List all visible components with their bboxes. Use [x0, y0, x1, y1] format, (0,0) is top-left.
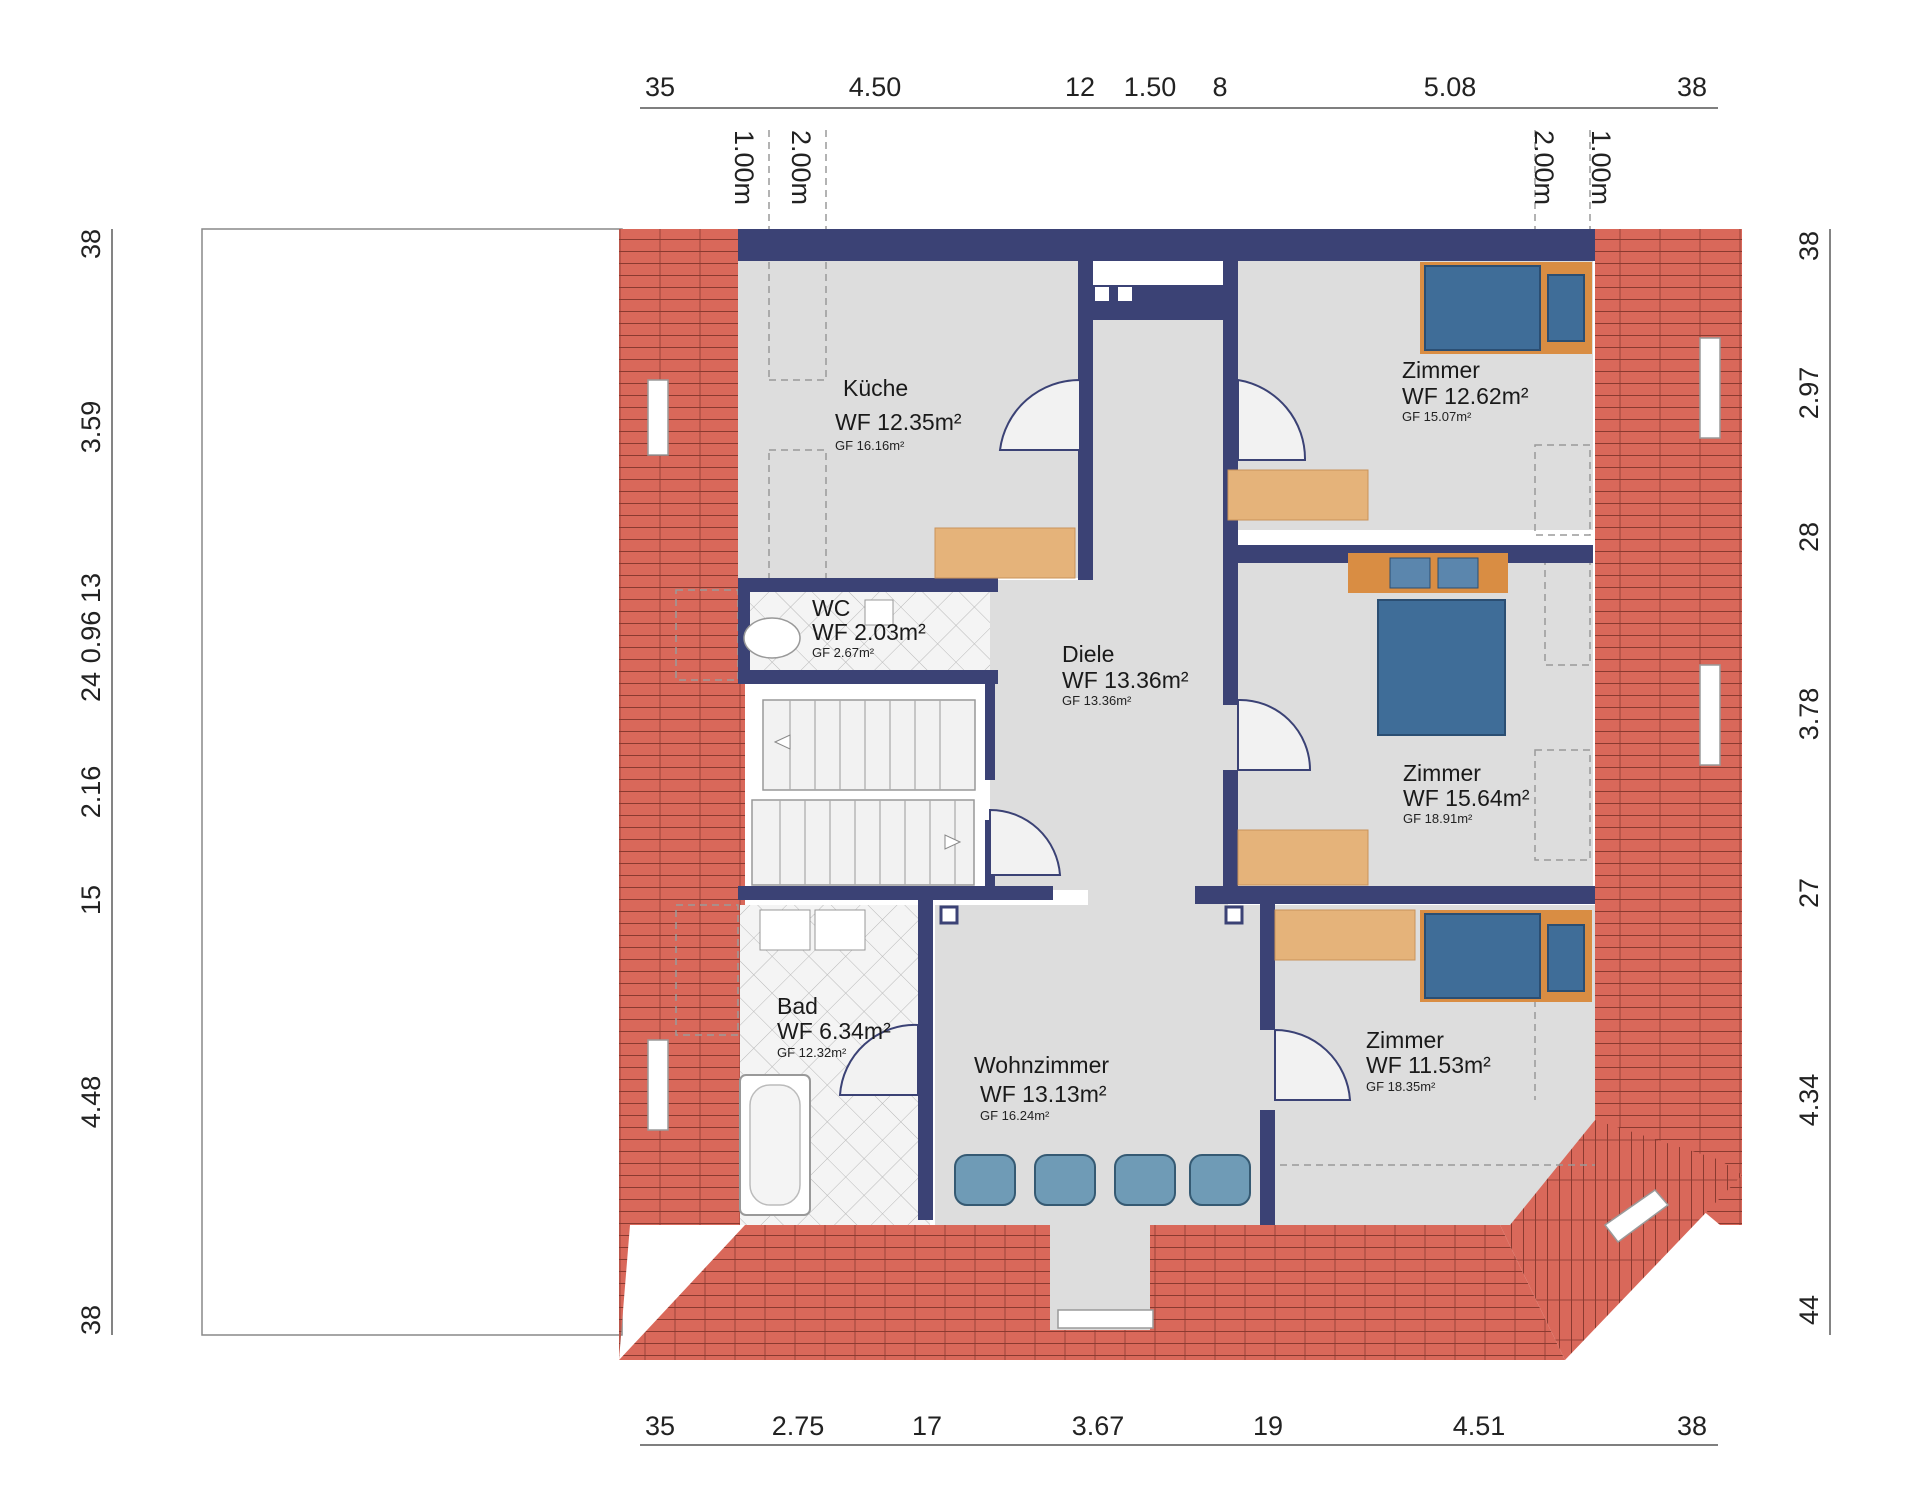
room-name: Bad [777, 993, 818, 1019]
dim-topv-1: 1.00m [729, 130, 759, 205]
dim-bottom-6: 4.51 [1453, 1411, 1506, 1441]
room-name: WC [812, 595, 850, 621]
dim-bottom-2: 2.75 [772, 1411, 825, 1441]
dim-right-4: 3.78 [1794, 688, 1824, 741]
dim-left-5: 24 [76, 672, 106, 702]
dim-right-6: 4.34 [1794, 1074, 1824, 1127]
room-wohnzimmer: Wohnzimmer WF 13.13m² GF 16.24m² [974, 1052, 1109, 1123]
dim-left-2: 3.59 [76, 401, 106, 454]
room-gf: GF 18.91m² [1403, 811, 1473, 826]
room-zimmer-3: Zimmer WF 11.53m² GF 18.35m² [1366, 1027, 1491, 1094]
dimension-lines [111, 107, 1831, 1446]
dim-right-7: 44 [1794, 1295, 1824, 1325]
room-gf: GF 13.36m² [1062, 693, 1132, 708]
room-zimmer-1: Zimmer WF 12.62m² GF 15.07m² [1402, 357, 1529, 424]
windows [647, 337, 1721, 1329]
dim-top-7: 38 [1677, 72, 1707, 102]
dim-top-3: 12 [1065, 72, 1095, 102]
furniture [739, 262, 1592, 1216]
room-name: Zimmer [1366, 1027, 1444, 1053]
dim-left-7: 15 [76, 885, 106, 915]
dim-left-6: 2.16 [76, 766, 106, 819]
room-zimmer-2: Zimmer WF 15.64m² GF 18.91m² [1403, 760, 1530, 826]
dim-topv-4: 1.00m [1586, 130, 1616, 205]
room-gf: GF 2.67m² [812, 645, 875, 660]
dim-right-3: 28 [1794, 522, 1824, 552]
room-wf: WF 11.53m² [1366, 1052, 1491, 1078]
doors [838, 378, 1352, 1101]
room-name: Zimmer [1402, 357, 1480, 383]
room-kueche: Küche WF 12.35m² GF 16.16m² [835, 375, 962, 453]
dim-bottom-4: 3.67 [1072, 1411, 1125, 1441]
room-wf: WF 12.35m² [835, 409, 962, 435]
dim-topv-2: 2.00m [786, 130, 816, 205]
room-wf: WF 13.36m² [1062, 667, 1189, 693]
dim-left-4: 0.96 [76, 611, 106, 664]
room-wf: WF 6.34m² [777, 1018, 891, 1044]
dim-left-8: 4.48 [76, 1076, 106, 1129]
dim-bottom-1: 35 [645, 1411, 675, 1441]
roof-left [619, 229, 745, 1360]
room-wf: WF 15.64m² [1403, 785, 1530, 811]
adjacent-outline [201, 228, 623, 1336]
dim-right-2: 2.97 [1794, 367, 1824, 420]
room-gf: GF 16.16m² [835, 438, 905, 453]
room-name: Wohnzimmer [974, 1052, 1109, 1078]
room-wf: WF 2.03m² [812, 619, 926, 645]
dim-bottom-5: 19 [1253, 1411, 1283, 1441]
room-wc: WC WF 2.03m² GF 2.67m² [812, 595, 926, 660]
room-name: Küche [843, 375, 908, 401]
room-gf: GF 15.07m² [1402, 409, 1472, 424]
stairs [751, 699, 976, 886]
dim-bottom-3: 17 [912, 1411, 942, 1441]
dim-top-6: 5.08 [1424, 72, 1477, 102]
dim-left-3: 13 [76, 573, 106, 603]
room-wf: WF 12.62m² [1402, 383, 1529, 409]
room-wf: WF 13.13m² [980, 1081, 1107, 1107]
room-name: Diele [1062, 641, 1114, 667]
room-gf: GF 12.32m² [777, 1045, 847, 1060]
dim-top-5: 8 [1212, 72, 1227, 102]
dim-top-2: 4.50 [849, 72, 902, 102]
room-gf: GF 16.24m² [980, 1108, 1050, 1123]
dim-top-1: 35 [645, 72, 675, 102]
dim-right-5: 27 [1794, 878, 1824, 908]
dim-right-1: 38 [1794, 231, 1824, 261]
dim-left-9: 38 [76, 1305, 106, 1335]
room-bad: Bad WF 6.34m² GF 12.32m² [777, 993, 891, 1060]
dim-topv-3: 2.00m [1529, 130, 1559, 205]
dim-top-4: 1.50 [1124, 72, 1177, 102]
dim-bottom-7: 38 [1677, 1411, 1707, 1441]
room-diele: Diele WF 13.36m² GF 13.36m² [1062, 641, 1189, 708]
room-gf: GF 18.35m² [1366, 1079, 1436, 1094]
roof-right [1595, 229, 1742, 1225]
dim-left-1: 38 [76, 229, 106, 259]
room-name: Zimmer [1403, 760, 1481, 786]
